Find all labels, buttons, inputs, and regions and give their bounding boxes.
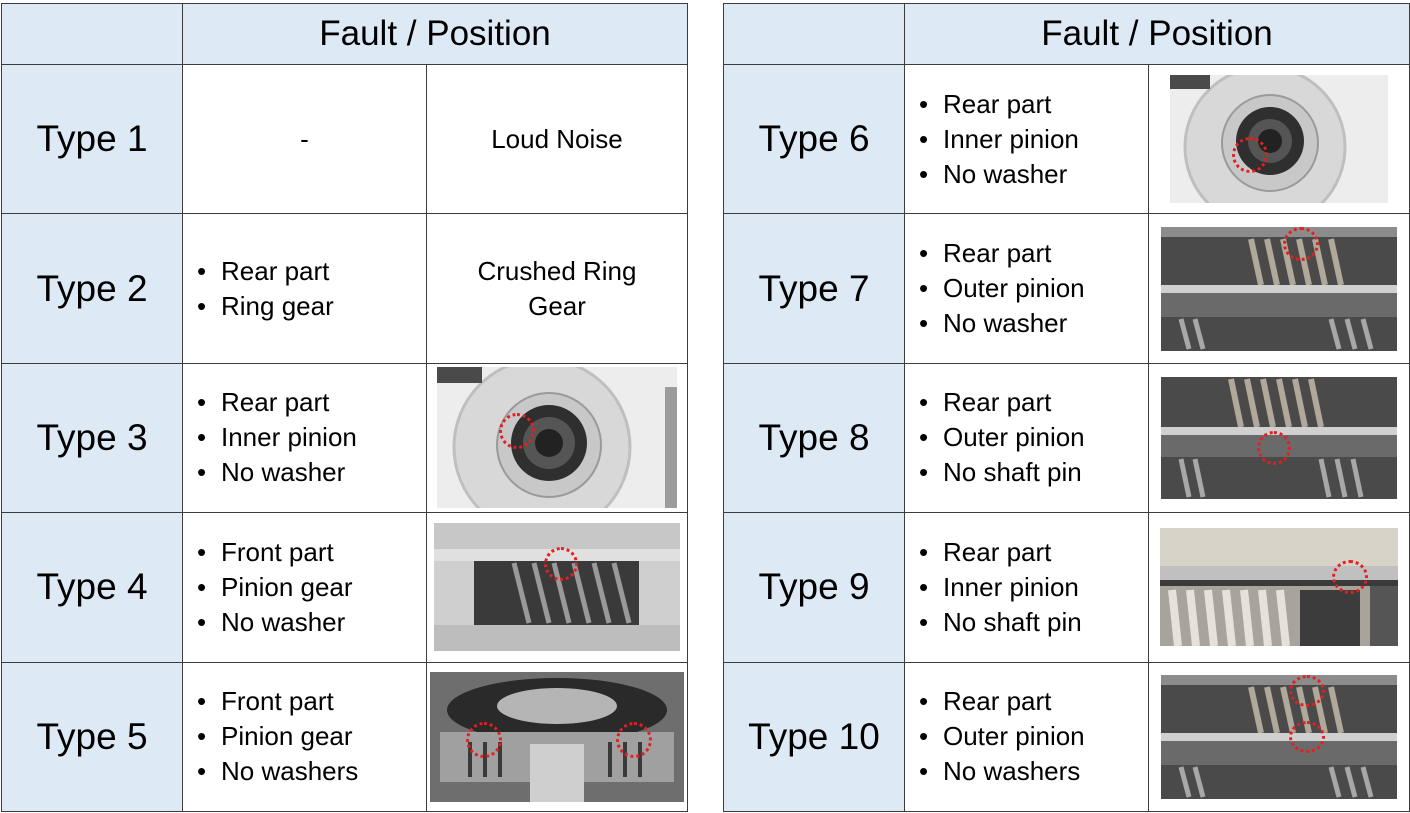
table-row: Type 6 Rear part Inner pinion No washer xyxy=(723,63,1410,215)
position-item: Rear part xyxy=(919,535,1148,570)
position-item: Outer pinion xyxy=(919,271,1148,306)
photo-cell xyxy=(1148,362,1410,514)
photo-cell xyxy=(426,512,688,663)
photo-cell xyxy=(426,362,688,514)
position-cell: - xyxy=(182,63,427,215)
photo-cell xyxy=(1148,63,1410,215)
fault-marker-circle xyxy=(1232,137,1268,174)
header-corner-cell xyxy=(723,3,905,65)
position-item: Front part xyxy=(197,684,426,719)
type-label: Type 3 xyxy=(1,362,183,514)
type-label: Type 6 xyxy=(723,63,905,215)
outer-pinion-photo xyxy=(1161,674,1397,799)
position-item: No washer xyxy=(919,306,1148,341)
table-row: Type 5 Front part Pinion gear No washers xyxy=(1,661,688,812)
fault-description: Crushed Ring Gear xyxy=(426,213,688,364)
position-list: Rear part Inner pinion No washer xyxy=(905,87,1148,192)
fault-table-right: Fault / Position Type 6 Rear part Inner … xyxy=(723,3,1410,812)
table-row: Type 2 Rear part Ring gear Crushed Ring … xyxy=(1,213,688,364)
fault-marker-circle xyxy=(499,413,535,450)
header-corner-cell xyxy=(1,3,183,65)
position-list: Rear part Outer pinion No washers xyxy=(905,684,1148,789)
type-label: Type 9 xyxy=(723,512,905,663)
pinion-carrier-photo xyxy=(434,523,680,652)
fault-description: Loud Noise xyxy=(426,63,688,215)
table-row: Type 8 Rear part Outer pinion No shaft p… xyxy=(723,362,1410,514)
position-list: Front part Pinion gear No washer xyxy=(183,535,426,640)
type-label: Type 2 xyxy=(1,213,183,364)
table-row: Type 4 Front part Pinion gear No washer xyxy=(1,512,688,663)
ring-gear-housing-photo xyxy=(437,367,677,509)
type-label: Type 4 xyxy=(1,512,183,663)
position-cell: Front part Pinion gear No washers xyxy=(182,661,427,812)
table-row: Type 7 Rear part Outer pinion No washer xyxy=(723,213,1410,364)
fault-marker-circle xyxy=(1289,720,1325,753)
photo-cell xyxy=(1148,512,1410,663)
position-list: Front part Pinion gear No washers xyxy=(183,684,426,789)
position-item: No washers xyxy=(197,754,426,789)
position-item: Inner pinion xyxy=(919,570,1148,605)
position-list: Rear part Outer pinion No shaft pin xyxy=(905,385,1148,490)
position-item: Outer pinion xyxy=(919,719,1148,754)
position-item: Rear part xyxy=(919,684,1148,719)
position-item: Pinion gear xyxy=(197,719,426,754)
position-cell: Rear part Inner pinion No washer xyxy=(182,362,427,514)
outer-pinion-photo xyxy=(1161,376,1397,499)
position-cell: Rear part Outer pinion No shaft pin xyxy=(904,362,1149,514)
position-list: Rear part Inner pinion No shaft pin xyxy=(905,535,1148,640)
fault-table-left: Fault / Position Type 1 - Loud Noise Typ… xyxy=(1,3,688,812)
fault-marker-circle xyxy=(616,721,652,758)
position-item: Rear part xyxy=(919,87,1148,122)
position-list: Rear part Inner pinion No washer xyxy=(183,385,426,490)
position-item: No washer xyxy=(197,605,426,640)
position-item: No washers xyxy=(919,754,1148,789)
position-item: Rear part xyxy=(919,236,1148,271)
position-item: No washer xyxy=(197,455,426,490)
position-item: Rear part xyxy=(197,254,426,289)
table-row: Type 10 Rear part Outer pinion No washer… xyxy=(723,661,1410,812)
type-label: Type 8 xyxy=(723,362,905,514)
position-item: Inner pinion xyxy=(197,420,426,455)
position-cell: Rear part Ring gear xyxy=(182,213,427,364)
fault-marker-circle xyxy=(1289,674,1325,707)
photo-cell xyxy=(426,661,688,812)
shaft-pin-photo xyxy=(1160,528,1398,647)
position-cell: Rear part Inner pinion No shaft pin xyxy=(904,512,1149,663)
photo-cell xyxy=(1148,213,1410,364)
position-list: Rear part Outer pinion No washer xyxy=(905,236,1148,341)
position-item: Front part xyxy=(197,535,426,570)
position-item: No shaft pin xyxy=(919,455,1148,490)
front-carrier-photo xyxy=(430,671,684,802)
photo-cell xyxy=(1148,661,1410,812)
table-row: Type 3 Rear part Inner pinion No washer xyxy=(1,362,688,514)
outer-pinion-photo xyxy=(1161,226,1397,351)
position-item: Rear part xyxy=(197,385,426,420)
type-label: Type 5 xyxy=(1,661,183,812)
fault-marker-circle xyxy=(1283,226,1319,261)
fault-marker-circle xyxy=(544,547,578,582)
position-list: Rear part Ring gear xyxy=(183,254,426,324)
type-label: Type 10 xyxy=(723,661,905,812)
position-item: No shaft pin xyxy=(919,605,1148,640)
fault-marker-circle xyxy=(1257,430,1291,465)
header-title: Fault / Position xyxy=(904,3,1410,65)
fault-marker-circle xyxy=(1332,560,1368,595)
table-row: Type 9 Rear part Inner pinion No shaft p… xyxy=(723,512,1410,663)
table-row: Type 1 - Loud Noise xyxy=(1,63,688,215)
position-item: Ring gear xyxy=(197,289,426,324)
position-cell: Front part Pinion gear No washer xyxy=(182,512,427,663)
position-item: Outer pinion xyxy=(919,420,1148,455)
position-cell: Rear part Inner pinion No washer xyxy=(904,63,1149,215)
position-item: Inner pinion xyxy=(919,122,1148,157)
position-item: No washer xyxy=(919,157,1148,192)
position-cell: Rear part Outer pinion No washer xyxy=(904,213,1149,364)
position-item: Pinion gear xyxy=(197,570,426,605)
position-cell: Rear part Outer pinion No washers xyxy=(904,661,1149,812)
fault-marker-circle xyxy=(466,721,502,758)
header-title: Fault / Position xyxy=(182,3,688,65)
type-label: Type 1 xyxy=(1,63,183,215)
ring-gear-housing-photo xyxy=(1170,75,1388,204)
position-item: Rear part xyxy=(919,385,1148,420)
type-label: Type 7 xyxy=(723,213,905,364)
